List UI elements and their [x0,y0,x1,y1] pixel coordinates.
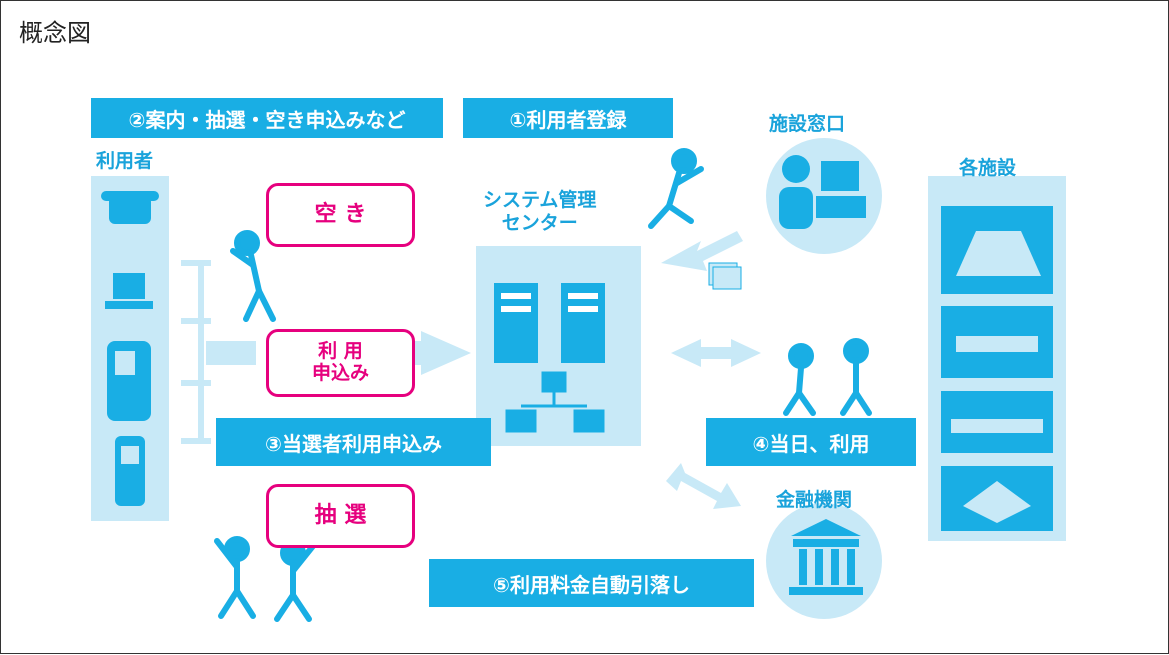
documents-icon [708,262,742,290]
people-celebrating-icon [214,536,316,622]
callout-lottery-text: 抽 選 [314,503,367,529]
telephone-icon [101,191,159,224]
person-running-icon [648,148,704,229]
callout-apply: 利 用 申込み [266,329,415,397]
gym-building-icon [941,306,1053,378]
people-walking-icon [783,338,872,416]
banner-register: ①利用者登録 [463,98,673,138]
label-bank: 金融機関 [776,489,853,511]
tennis-court-icon [941,206,1053,294]
center-to-counter-arrow [661,231,743,271]
atm-icon [107,341,151,421]
person-waiting-icon [230,230,276,322]
center-to-bank-arrow [666,463,741,509]
laptop-icon [105,273,153,309]
hall-building-icon [941,391,1053,453]
bank-building-icon [789,519,863,595]
mobile-phone-icon [115,436,145,506]
baseball-field-icon [941,466,1053,531]
callout-apply-text: 利 用 申込み [311,340,369,384]
banner-same-day: ④当日、利用 [706,418,916,466]
user-bracket [181,260,211,444]
callout-vacancy: 空 き [266,183,415,247]
label-facility-counter: 施設窓口 [769,113,846,135]
banner-winner-apply: ③当選者利用申込み [216,418,491,466]
counter-staff-icon [779,155,866,229]
label-system-center: システム管理 センター [483,189,597,234]
network-icon [505,371,605,433]
banner-guide: ②案内・抽選・空き申込みなど [91,98,443,138]
label-facilities: 各施設 [959,157,1017,179]
center-to-facilities-arrow [671,339,761,367]
diagram-title: 概念図 [19,19,91,47]
server-icon [494,283,605,363]
label-users: 利用者 [96,150,154,172]
callout-lottery: 抽 選 [266,484,415,548]
callout-vacancy-text: 空 き [314,202,367,228]
banner-auto-debit: ⑤利用料金自動引落し [429,559,754,607]
